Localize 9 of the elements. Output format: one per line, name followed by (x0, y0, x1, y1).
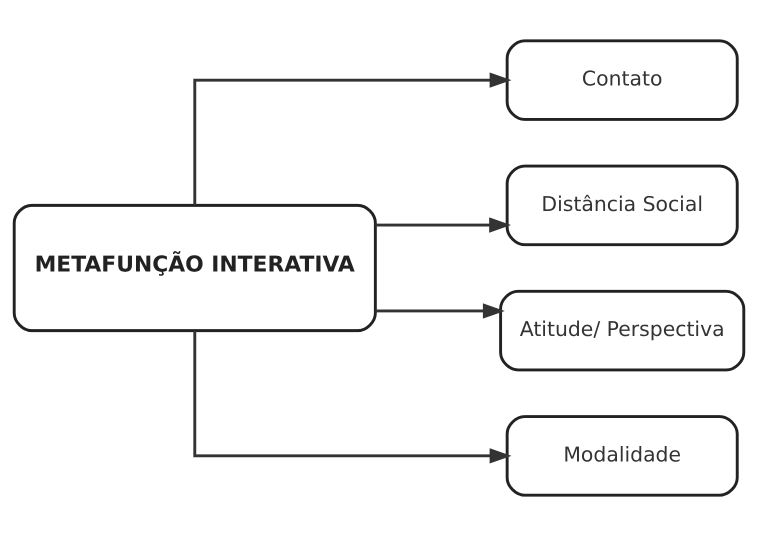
node-box: Contato (506, 38, 739, 120)
arrow (375, 302, 505, 318)
node-box: Distância Social (506, 164, 739, 246)
node-box: Modalidade (506, 414, 739, 496)
node-box: Atitude/ Perspectiva (499, 289, 746, 371)
arrow (193, 72, 512, 204)
arrow (375, 216, 512, 232)
node-box: METAFUNÇÃO INTERATIVA (12, 203, 377, 332)
arrow (193, 330, 512, 464)
